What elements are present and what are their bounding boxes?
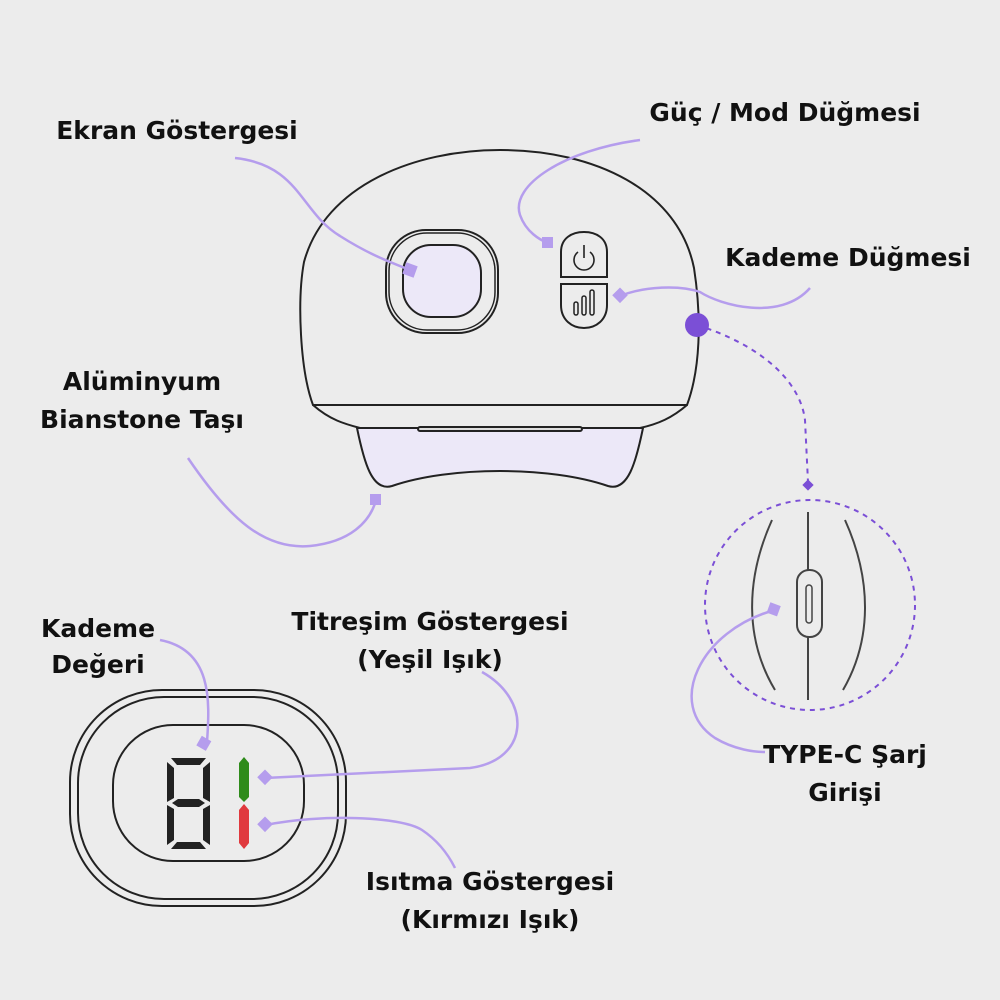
label-text: TYPE-C Şarj xyxy=(763,740,927,769)
typec-pointer xyxy=(685,313,814,491)
label-text: (Kırmızı Işık) xyxy=(400,905,580,934)
label-text: Değeri xyxy=(51,650,145,679)
label-vibration: Titreşim Göstergesi (Yeşil Işık) xyxy=(291,603,568,679)
label-level-button: Kademe Düğmesi xyxy=(725,239,971,277)
label-text: (Yeşil Işık) xyxy=(357,645,503,674)
stone-slot xyxy=(417,426,583,432)
device-body xyxy=(299,148,700,406)
label-text: Girişi xyxy=(808,778,882,807)
power-icon xyxy=(573,245,595,271)
label-power-mode: Güç / Mod Düğmesi xyxy=(649,94,920,132)
device-band xyxy=(312,404,688,429)
heating-red-light xyxy=(239,804,249,849)
label-screen: Ekran Göstergesi xyxy=(56,112,298,150)
label-stone: Alüminyum Bianstone Taşı xyxy=(40,363,244,439)
device-front-view xyxy=(299,148,700,488)
typec-detail xyxy=(704,499,916,711)
label-text: Alüminyum xyxy=(62,367,222,396)
label-heating: Isıtma Göstergesi (Kırmızı Işık) xyxy=(366,863,614,939)
bianstone-stone xyxy=(355,427,645,488)
screen-window xyxy=(402,244,482,318)
label-text: Kademe Düğmesi xyxy=(725,243,971,272)
level-button[interactable] xyxy=(560,283,608,330)
typec-location-dot xyxy=(685,313,709,337)
label-text: Titreşim Göstergesi xyxy=(291,607,569,636)
signal-bars-icon xyxy=(573,289,595,316)
label-text: Güç / Mod Düğmesi xyxy=(649,98,921,127)
label-text: Bianstone Taşı xyxy=(40,405,244,434)
vibration-green-light xyxy=(239,757,249,802)
leader-lines xyxy=(159,138,811,869)
label-text: Kademe xyxy=(40,614,156,643)
label-typec: TYPE-C Şarj Girişi xyxy=(763,736,927,812)
label-text: Ekran Göstergesi xyxy=(56,116,298,145)
level-digit-8 xyxy=(167,758,210,849)
power-mode-button[interactable] xyxy=(560,230,608,278)
label-text: Isıtma Göstergesi xyxy=(365,867,615,896)
screen-frame xyxy=(385,229,499,334)
label-level-value: Kademe Değeri xyxy=(41,611,155,683)
